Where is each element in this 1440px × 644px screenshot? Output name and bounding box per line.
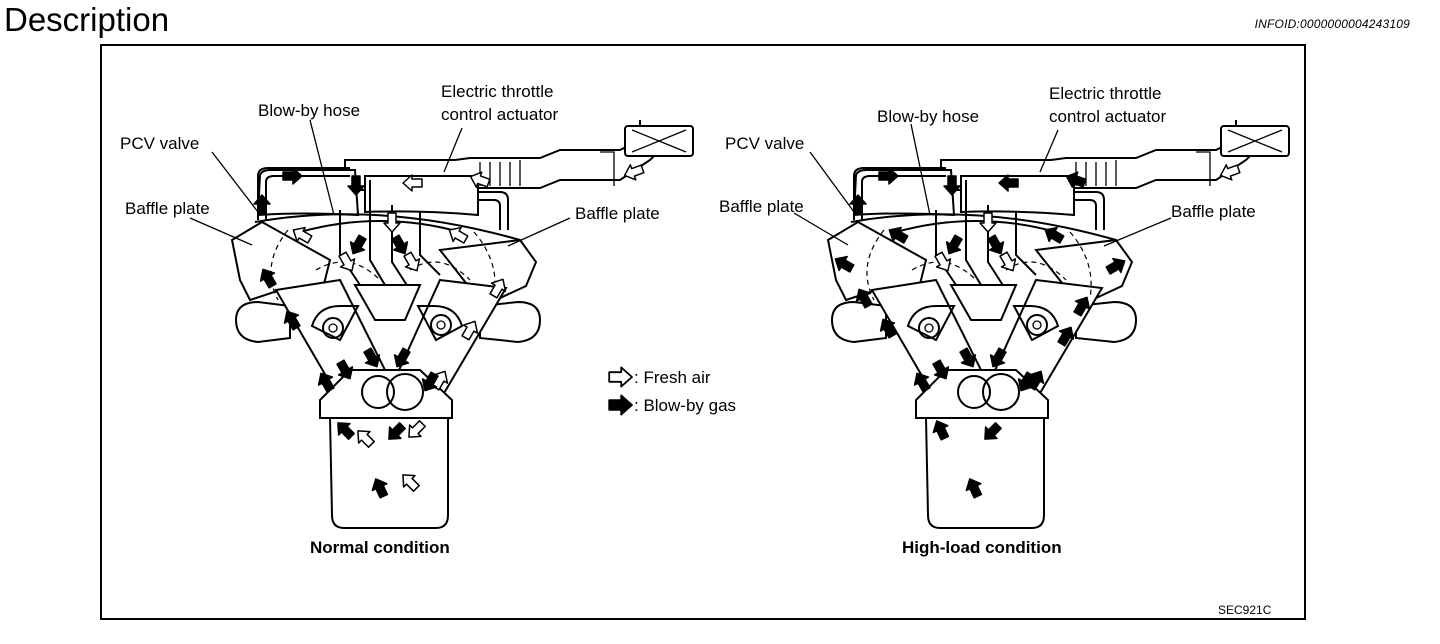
engine-drawing-right: [827, 119, 1290, 529]
label-actuator-line1: Electric throttle: [1049, 84, 1161, 103]
label-baffle-plate-left: Baffle plate: [719, 197, 804, 216]
page-title: Description: [4, 1, 170, 38]
legend-fresh-air-icon: [608, 366, 633, 388]
legend-blow-by-gas-label: : Blow-by gas: [634, 396, 736, 415]
legend: : Fresh air : Blow-by gas: [608, 366, 736, 416]
label-pcv-valve: PCV valve: [725, 134, 804, 153]
label-actuator-line2: control actuator: [1049, 107, 1167, 126]
engine-normal-condition: PCV valve Baffle plate Blow-by hose Elec…: [120, 82, 694, 557]
caption-high-load-condition: High-load condition: [902, 538, 1062, 557]
legend-fresh-air-label: : Fresh air: [634, 368, 711, 387]
label-blow-by-hose: Blow-by hose: [258, 101, 360, 120]
label-baffle-plate-left: Baffle plate: [125, 199, 210, 218]
blow-by-arrow: [941, 232, 967, 259]
label-actuator-line1: Electric throttle: [441, 82, 553, 101]
figure-code: SEC921C: [1218, 603, 1272, 617]
caption-normal-condition: Normal condition: [310, 538, 450, 557]
diagram-frame: [100, 44, 1306, 620]
label-baffle-plate-right: Baffle plate: [575, 204, 660, 223]
label-baffle-plate-right: Baffle plate: [1171, 202, 1256, 221]
label-actuator-line2: control actuator: [441, 105, 559, 124]
label-blow-by-hose: Blow-by hose: [877, 107, 979, 126]
info-id: INFOID:0000000004243109: [1254, 17, 1410, 31]
legend-blow-by-gas-icon: [608, 394, 633, 416]
blow-by-arrow: [345, 232, 371, 259]
engine-high-load-condition: PCV valve Baffle plate Blow-by hose Elec…: [719, 84, 1290, 557]
engine-drawing-left: [231, 119, 694, 529]
label-pcv-valve: PCV valve: [120, 134, 199, 153]
